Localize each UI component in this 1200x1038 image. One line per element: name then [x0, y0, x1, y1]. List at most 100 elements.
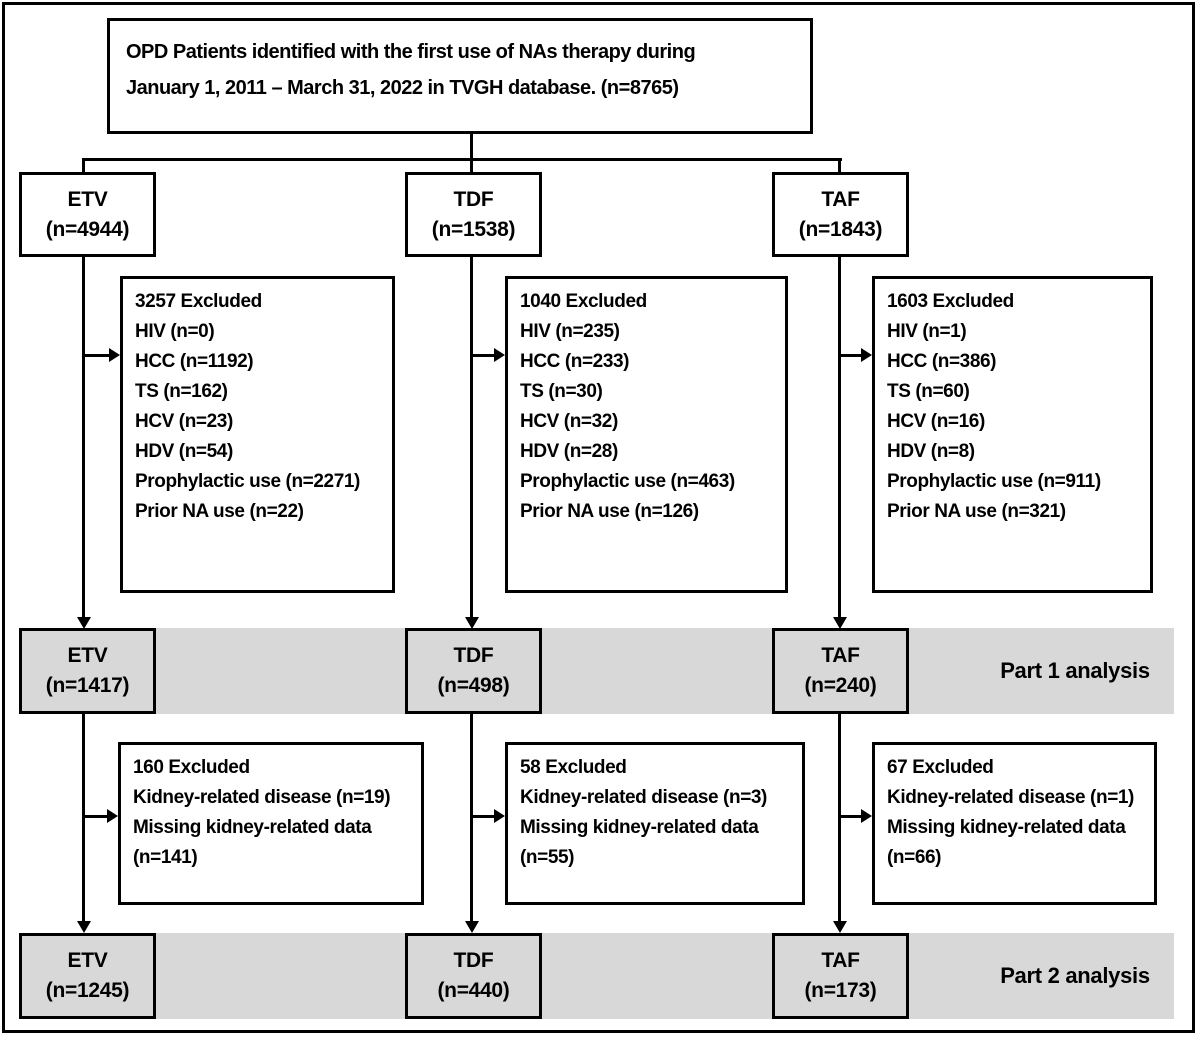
- branch-box-tdf: TDF (n=1538): [405, 172, 542, 257]
- connector-drop-taf: [838, 158, 841, 176]
- arrowhead-right-taf-excl1: [861, 348, 872, 362]
- connector-etv-excl2-line: [82, 815, 107, 818]
- part1-box-taf-label: TAF: [821, 644, 860, 667]
- connector-tdf-excl2-line: [470, 815, 494, 818]
- exclusion1-taf-prior-na: Prior NA use (n=321): [887, 501, 1066, 522]
- exclusion2-box-etv: 160 Excluded Kidney-related disease (n=1…: [118, 742, 424, 905]
- exclusion2-box-taf: 67 Excluded Kidney-related disease (n=1)…: [872, 742, 1157, 905]
- arrowhead-down-taf-part1: [833, 617, 847, 629]
- arrowhead-down-etv-part1: [77, 617, 91, 629]
- exclusion2-etv-header: 160 Excluded: [133, 757, 250, 778]
- part2-box-tdf-label: TDF: [453, 949, 494, 972]
- exclusion1-etv-hiv: HIV (n=0): [135, 321, 215, 342]
- exclusion1-tdf-prior-na: Prior NA use (n=126): [520, 501, 699, 522]
- part2-band: [19, 933, 1174, 1019]
- arrowhead-down-taf-part2: [833, 921, 847, 933]
- connector-taf-excl2-line: [838, 815, 861, 818]
- part1-box-tdf-n: (n=498): [437, 674, 510, 697]
- arrowhead-down-tdf-part2: [465, 921, 479, 933]
- exclusion1-taf-hdv: HDV (n=8): [887, 441, 975, 462]
- exclusion1-etv-hdv: HDV (n=54): [135, 441, 233, 462]
- exclusion1-etv-hcc: HCC (n=1192): [135, 351, 254, 372]
- exclusion2-tdf-missing-data: Missing kidney-related data (n=55): [520, 817, 759, 868]
- exclusion1-taf-ts: TS (n=60): [887, 381, 970, 402]
- exclusion1-etv-ts: TS (n=162): [135, 381, 228, 402]
- exclusion2-etv-missing-data: Missing kidney-related data (n=141): [133, 817, 372, 868]
- exclusion1-box-tdf: 1040 Excluded HIV (n=235) HCC (n=233) TS…: [505, 276, 788, 593]
- part2-box-etv: ETV (n=1245): [19, 933, 156, 1019]
- exclusion1-etv-hcv: HCV (n=23): [135, 411, 233, 432]
- part2-box-taf-label: TAF: [821, 949, 860, 972]
- part2-box-taf: TAF (n=173): [772, 933, 909, 1019]
- connector-drop-etv: [82, 158, 85, 176]
- exclusion1-taf-header: 1603 Excluded: [887, 291, 1014, 312]
- part2-box-etv-n: (n=1245): [45, 979, 130, 1002]
- arrowhead-right-etv-excl1: [109, 348, 120, 362]
- branch-box-etv-label: ETV: [67, 187, 108, 211]
- connector-etv-excl1-line: [82, 354, 109, 357]
- exclusion2-tdf-kidney-disease: Kidney-related disease (n=3): [520, 787, 767, 808]
- part2-box-tdf-n: (n=440): [437, 979, 510, 1002]
- top-population-line2: January 1, 2011 – March 31, 2022 in TVGH…: [126, 77, 679, 99]
- connector-etv-vertical-1: [82, 256, 85, 617]
- top-population-text: OPD Patients identified with the first u…: [110, 21, 810, 119]
- exclusion1-taf-prophylactic: Prophylactic use (n=911): [887, 471, 1101, 492]
- part1-box-etv: ETV (n=1417): [19, 628, 156, 714]
- connector-taf-vertical-1: [838, 256, 841, 617]
- exclusion2-taf-header: 67 Excluded: [887, 757, 994, 778]
- connector-branch-horizontal: [82, 158, 842, 161]
- connector-drop-tdf: [470, 158, 473, 176]
- branch-box-etv-n: (n=4944): [45, 217, 130, 241]
- exclusion1-etv-prior-na: Prior NA use (n=22): [135, 501, 304, 522]
- exclusion2-box-tdf: 58 Excluded Kidney-related disease (n=3)…: [505, 742, 805, 905]
- part1-box-taf: TAF (n=240): [772, 628, 909, 714]
- exclusion1-taf-hcc: HCC (n=386): [887, 351, 997, 372]
- branch-box-tdf-n: (n=1538): [431, 217, 516, 241]
- arrowhead-down-tdf-part1: [465, 617, 479, 629]
- exclusion2-taf-missing-data: Missing kidney-related data (n=66): [887, 817, 1126, 868]
- part2-box-etv-label: ETV: [67, 949, 108, 972]
- top-population-box: OPD Patients identified with the first u…: [107, 18, 813, 134]
- exclusion1-tdf-hcc: HCC (n=233): [520, 351, 630, 372]
- connector-top-stub: [470, 134, 473, 161]
- connector-tdf-excl1-line: [470, 354, 494, 357]
- branch-box-etv: ETV (n=4944): [19, 172, 156, 257]
- exclusion1-tdf-hdv: HDV (n=28): [520, 441, 618, 462]
- top-population-line1: OPD Patients identified with the first u…: [126, 41, 696, 63]
- part1-analysis-label: Part 1 analysis: [1000, 658, 1150, 683]
- exclusion2-taf-kidney-disease: Kidney-related disease (n=1): [887, 787, 1134, 808]
- arrowhead-right-etv-excl2: [107, 809, 118, 823]
- branch-box-taf-n: (n=1843): [798, 217, 883, 241]
- exclusion1-etv-prophylactic: Prophylactic use (n=2271): [135, 471, 360, 492]
- exclusion1-taf-hiv: HIV (n=1): [887, 321, 967, 342]
- exclusion2-etv-kidney-disease: Kidney-related disease (n=19): [133, 787, 391, 808]
- part1-box-tdf: TDF (n=498): [405, 628, 542, 714]
- arrowhead-right-taf-excl2: [861, 809, 872, 823]
- exclusion1-tdf-header: 1040 Excluded: [520, 291, 647, 312]
- exclusion1-box-taf: 1603 Excluded HIV (n=1) HCC (n=386) TS (…: [872, 276, 1153, 593]
- exclusion1-tdf-ts: TS (n=30): [520, 381, 603, 402]
- part1-box-taf-n: (n=240): [804, 674, 877, 697]
- exclusion1-tdf-hcv: HCV (n=32): [520, 411, 618, 432]
- exclusion1-box-etv: 3257 Excluded HIV (n=0) HCC (n=1192) TS …: [120, 276, 395, 593]
- exclusion1-tdf-hiv: HIV (n=235): [520, 321, 620, 342]
- part1-box-etv-label: ETV: [67, 644, 108, 667]
- exclusion1-etv-header: 3257 Excluded: [135, 291, 262, 312]
- exclusion1-tdf-prophylactic: Prophylactic use (n=463): [520, 471, 735, 492]
- arrowhead-right-tdf-excl1: [494, 348, 505, 362]
- branch-box-taf: TAF (n=1843): [772, 172, 909, 257]
- arrowhead-down-etv-part2: [77, 921, 91, 933]
- connector-tdf-vertical-1: [470, 256, 473, 617]
- part2-analysis-label: Part 2 analysis: [1000, 963, 1150, 988]
- exclusion1-taf-hcv: HCV (n=16): [887, 411, 985, 432]
- part1-box-tdf-label: TDF: [453, 644, 494, 667]
- part2-box-taf-n: (n=173): [804, 979, 877, 1002]
- branch-box-tdf-label: TDF: [453, 187, 494, 211]
- exclusion2-tdf-header: 58 Excluded: [520, 757, 627, 778]
- part1-band: [19, 628, 1174, 714]
- part2-box-tdf: TDF (n=440): [405, 933, 542, 1019]
- branch-box-taf-label: TAF: [821, 187, 860, 211]
- part1-box-etv-n: (n=1417): [45, 674, 130, 697]
